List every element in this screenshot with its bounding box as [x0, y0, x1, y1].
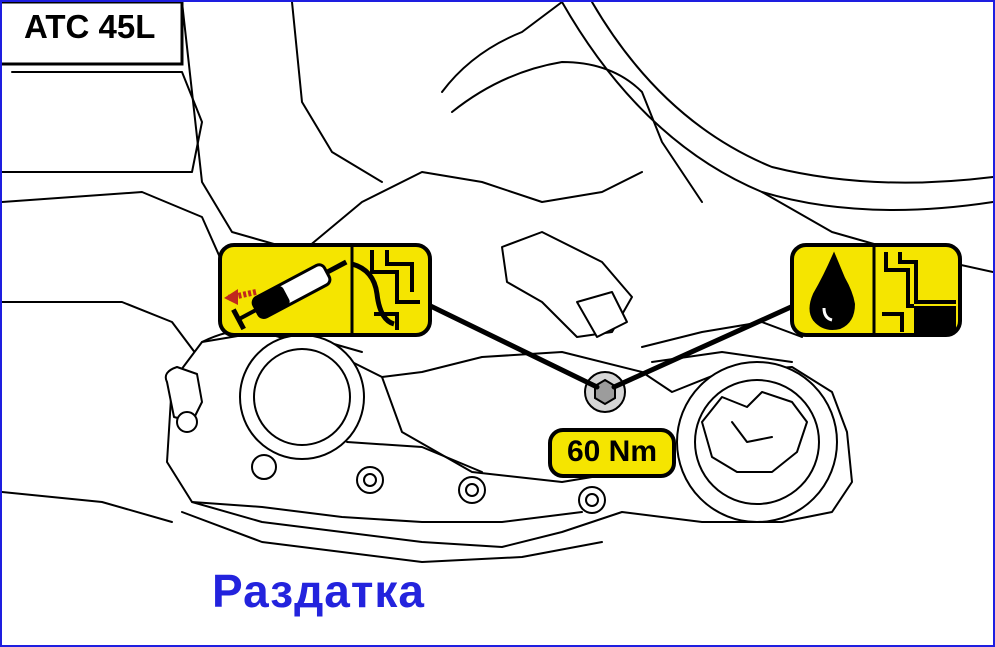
- filler-cap: [701, 391, 808, 473]
- engine-outline: [181, 2, 643, 253]
- left-frame: [2, 191, 223, 263]
- model-label: ATC 45L: [24, 8, 156, 45]
- mount-lug: [164, 366, 203, 423]
- actuator-plug: [576, 291, 628, 338]
- housing-bolts: [251, 454, 606, 514]
- left-box: [2, 71, 203, 173]
- fill-level-icon: [370, 250, 420, 330]
- left-base: [2, 491, 173, 523]
- engine-housing-line: [291, 2, 383, 183]
- leader-line-right: [611, 299, 805, 390]
- lower-edge: [181, 511, 603, 563]
- intake-pipe-inner: [591, 2, 993, 184]
- fill-plug: [584, 371, 626, 413]
- torque-label-box: [548, 428, 676, 478]
- output-flange: [239, 334, 365, 460]
- housing-rib-2: [346, 441, 483, 473]
- harness: [641, 321, 803, 348]
- callout-oil-level: [790, 243, 962, 337]
- output-flange-inner: [253, 348, 351, 446]
- model-label-box: [2, 2, 184, 66]
- leader-line-left: [409, 294, 600, 390]
- oil-suction-pump-icon: [224, 259, 395, 331]
- oil-drop-icon: [809, 251, 856, 330]
- caption: Раздатка: [212, 565, 426, 617]
- left-frame-lower: [2, 301, 203, 363]
- housing-rib: [381, 376, 623, 483]
- mount-bolt: [176, 411, 198, 433]
- torque-label: 60 Nm: [566, 435, 658, 468]
- filler-housing-ring: [694, 379, 820, 505]
- oil-level-full-icon: [882, 252, 956, 333]
- filler-cap-tab: [731, 421, 773, 443]
- engine-cover: [441, 2, 563, 93]
- housing-seam: [191, 501, 583, 523]
- engine-cover-inner: [451, 61, 703, 203]
- callout-oil-pump: [218, 243, 432, 337]
